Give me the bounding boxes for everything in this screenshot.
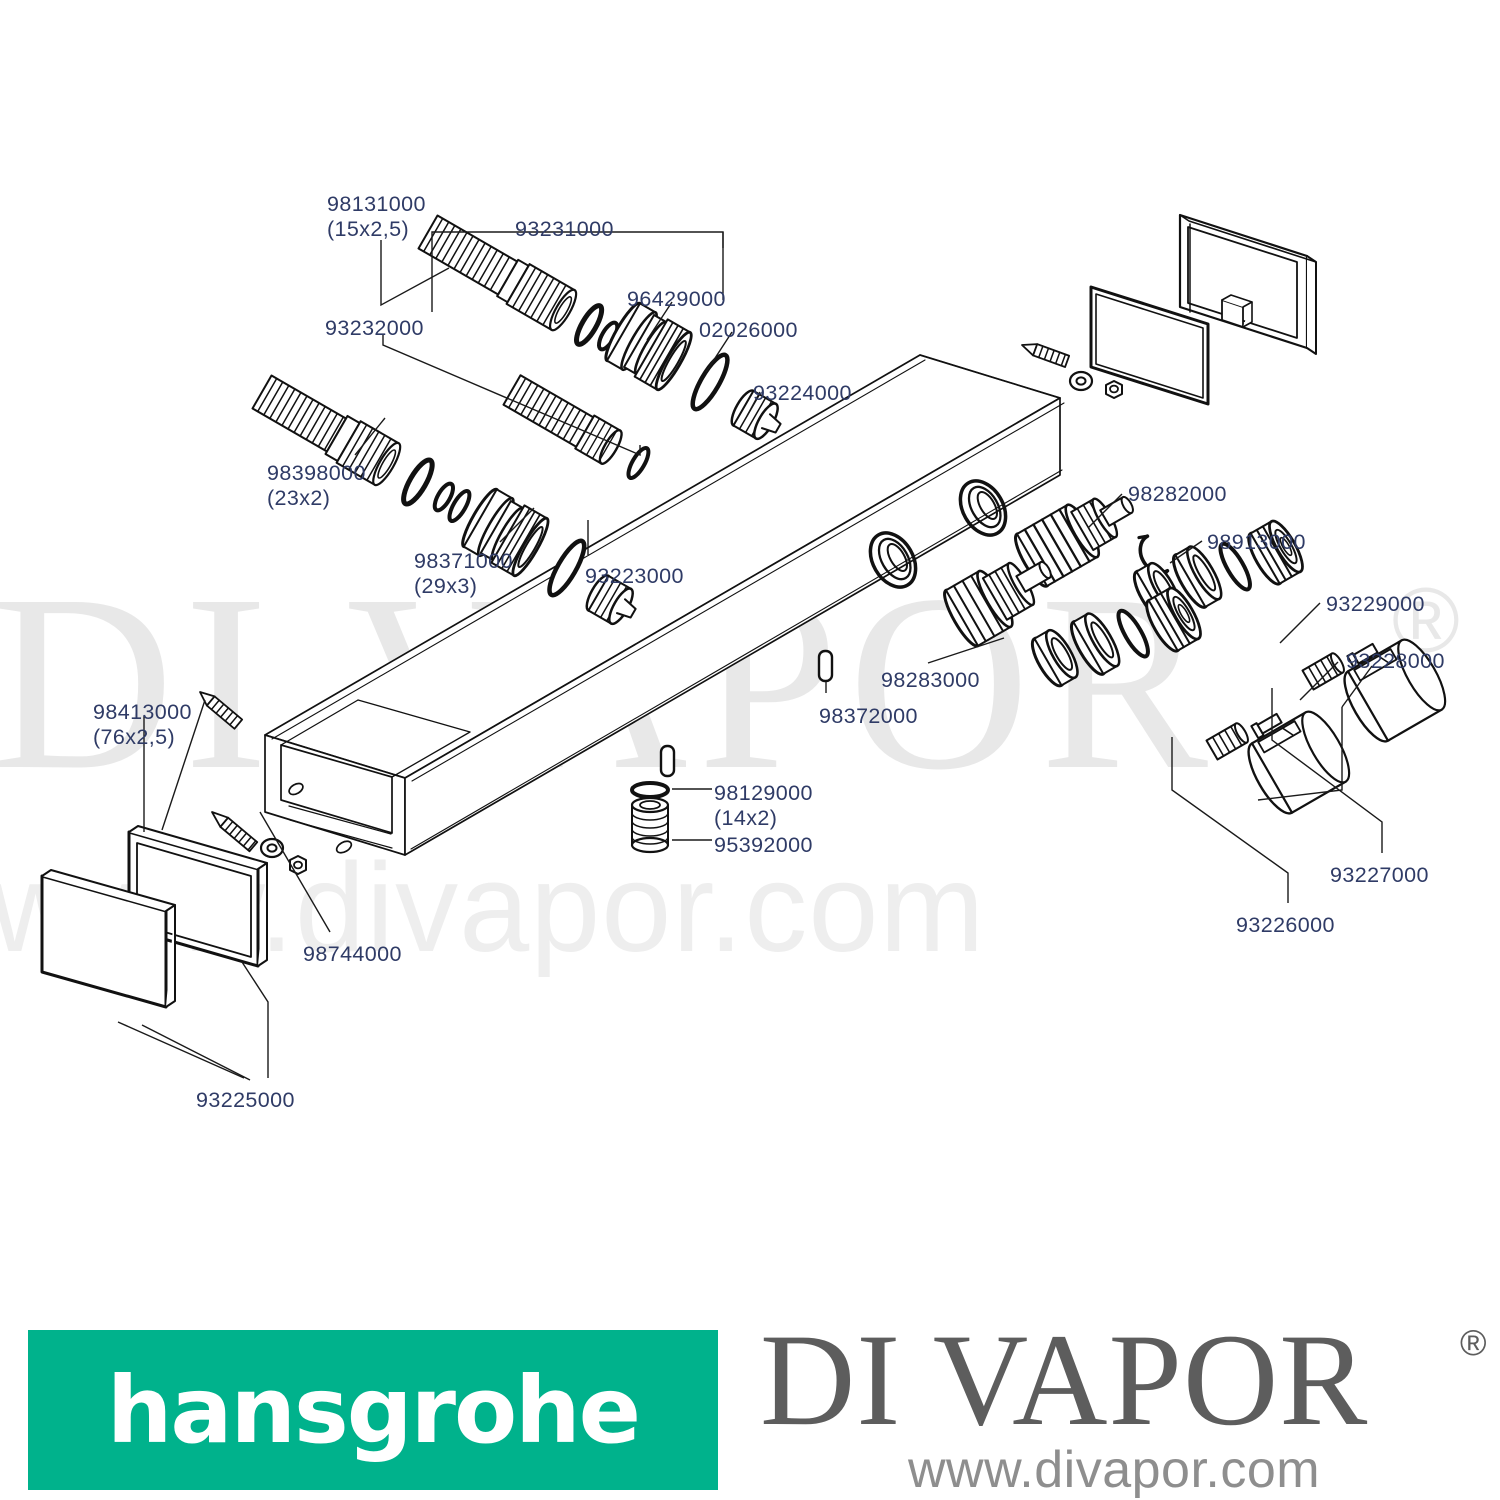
callout-size: (29x3)	[414, 574, 478, 598]
callout-code: 93231000	[515, 217, 614, 241]
body-outlet-ports	[868, 479, 1008, 589]
callout-code: 93227000	[1330, 863, 1429, 887]
callout-93227000: 93227000	[1330, 863, 1429, 888]
callout-98413000: 98413000(76x2,5)	[93, 700, 192, 750]
assembly-02026000	[604, 301, 782, 441]
callout-code: 98744000	[303, 942, 402, 966]
washer-bottom	[259, 837, 285, 859]
callout-98129000: 98129000(14x2)	[714, 781, 813, 831]
callout-93224000: 93224000	[753, 381, 852, 406]
callout-98283000: 98283000	[881, 668, 980, 693]
callout-93223000: 93223000	[585, 564, 684, 589]
callout-size: (76x2,5)	[93, 725, 176, 749]
callout-93229000: 93229000	[1326, 592, 1425, 617]
callout-code: 98129000	[714, 781, 813, 805]
pin-98129-stack	[630, 744, 676, 854]
callout-code: 93229000	[1326, 592, 1425, 616]
callout-98372000: 98372000	[819, 704, 918, 729]
callout-code: 93223000	[585, 564, 684, 588]
callout-93225000: 93225000	[196, 1088, 295, 1113]
callout-code: 96429000	[627, 287, 726, 311]
hansgrohe-logo-text: hansgrohe	[106, 1356, 641, 1464]
callout-96429000: 96429000	[627, 287, 726, 312]
callout-98913000: 98913000	[1207, 530, 1306, 555]
callout-code: 98372000	[819, 704, 918, 728]
callout-93228000: 93228000	[1346, 649, 1445, 674]
callout-code: 98398000	[267, 461, 366, 485]
callout-95392000: 95392000	[714, 833, 813, 858]
handle-93226000	[1247, 710, 1351, 815]
hansgrohe-logo: hansgrohe	[28, 1330, 718, 1490]
callout-size: (14x2)	[714, 806, 778, 830]
callout-98282000: 98282000	[1128, 482, 1227, 507]
ring-stack-lower	[1030, 586, 1202, 688]
callout-98398000: 98398000(23x2)	[267, 461, 366, 511]
callout-98744000: 98744000	[303, 942, 402, 967]
callout-code: 98282000	[1128, 482, 1227, 506]
callout-code: 98913000	[1207, 530, 1306, 554]
callout-02026000: 02026000	[699, 318, 798, 343]
callout-code: 93232000	[325, 316, 424, 340]
callout-93232000: 93232000	[325, 316, 424, 341]
callout-code: 98283000	[881, 668, 980, 692]
divapor-logo: DI VAPOR ® www.divapor.com	[760, 1306, 1490, 1500]
pin-98372000	[817, 649, 834, 683]
washer-top	[1068, 370, 1094, 392]
callout-93226000: 93226000	[1236, 913, 1335, 938]
callout-code: 98413000	[93, 700, 192, 724]
callout-size: (15x2,5)	[327, 217, 410, 241]
callout-code: 93224000	[753, 381, 852, 405]
escutcheon-plate-assembly	[1021, 213, 1317, 406]
valve-body	[264, 354, 1065, 856]
callout-code: 98371000	[414, 549, 513, 573]
callout-code: 93228000	[1346, 649, 1445, 673]
leader-lines	[117, 231, 1383, 1081]
callout-93231000: 93231000	[515, 217, 614, 242]
callout-code: 02026000	[699, 318, 798, 342]
callout-code: 98131000	[327, 192, 426, 216]
assembly-98283000	[943, 560, 1052, 648]
callout-98131000: 98131000(15x2,5)	[327, 192, 426, 242]
callout-size: (23x2)	[267, 486, 331, 510]
nut-top	[1105, 380, 1123, 399]
callout-98371000: 98371000(29x3)	[414, 549, 513, 599]
divapor-url: www.divapor.com	[908, 1441, 1321, 1499]
callout-code: 93226000	[1236, 913, 1335, 937]
divapor-logo-text: DI VAPOR	[760, 1306, 1369, 1453]
nut-bottom	[289, 855, 307, 875]
nipple-mid	[502, 374, 651, 481]
footer-bar: hansgrohe DI VAPOR ® www.divapor.com	[0, 1300, 1500, 1500]
registered-trademark-icon: ®	[1460, 1322, 1487, 1363]
cover-plate-assembly	[40, 691, 307, 1009]
callout-code: 93225000	[196, 1088, 295, 1112]
callout-code: 95392000	[714, 833, 813, 857]
